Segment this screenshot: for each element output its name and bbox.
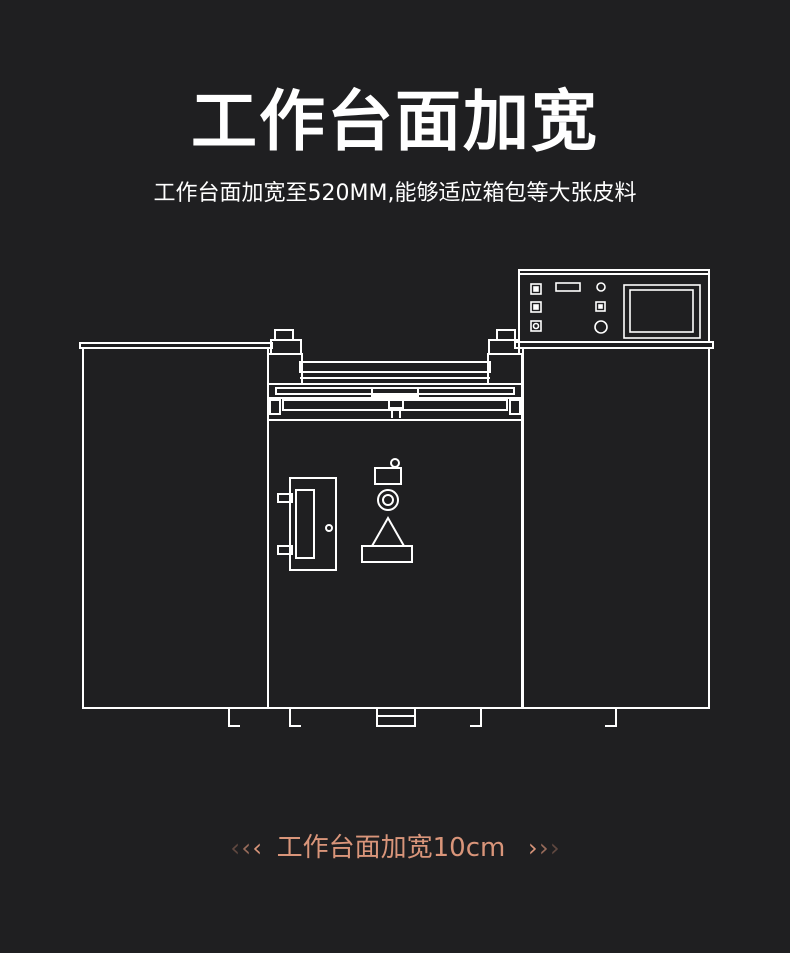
left-table bbox=[79, 342, 273, 727]
chevron-right-icon: › › › bbox=[528, 834, 560, 862]
control-panel bbox=[530, 282, 701, 339]
caption: ‹ ‹ ‹ 工作台面加宽10cm › › › bbox=[0, 828, 790, 868]
machine-line-drawing bbox=[79, 269, 714, 727]
page-subtitle: 工作台面加宽至520MM,能够适应箱包等大张皮料 bbox=[153, 181, 637, 206]
chevron-left-icon: ‹ ‹ ‹ bbox=[230, 834, 262, 862]
caption-text: 工作台面加宽10cm bbox=[276, 833, 506, 863]
side-door bbox=[277, 477, 337, 571]
machine-feet bbox=[289, 707, 482, 727]
center-emblem bbox=[361, 458, 413, 563]
page-title: 工作台面加宽 bbox=[191, 83, 599, 160]
center-frame bbox=[267, 329, 523, 709]
